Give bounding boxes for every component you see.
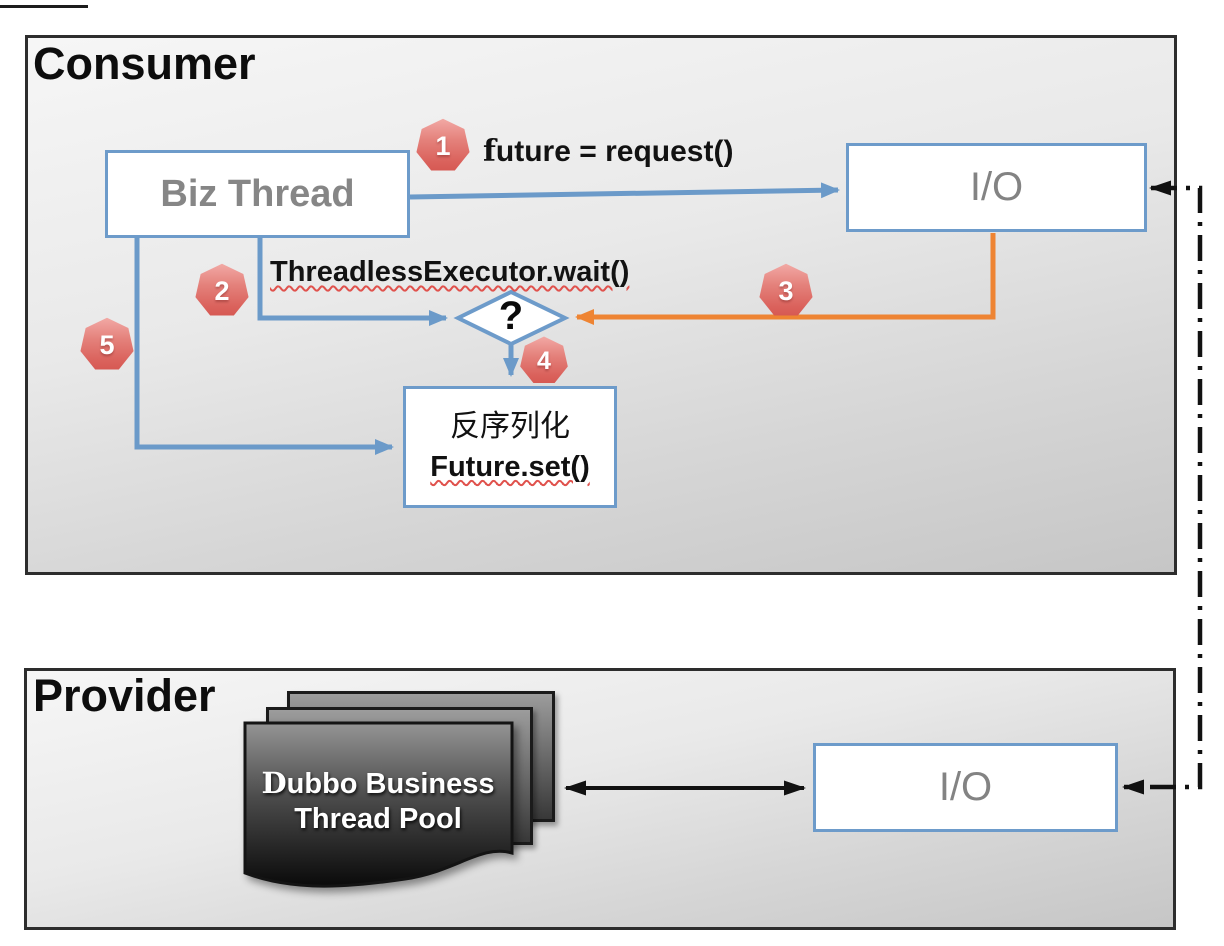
provider-title: Provider [33, 670, 216, 721]
thread-pool-card-front-shape [243, 721, 514, 888]
step-badge-2: 2 [195, 263, 249, 316]
consumer-io-label: I/O [969, 165, 1024, 209]
step-badge-3: 3 [759, 263, 813, 316]
step-badge-4: 4 [520, 336, 568, 383]
consumer-title: Consumer [33, 38, 256, 89]
thread-pool-card-front [243, 721, 514, 888]
top-left-partial-border [0, 5, 88, 8]
future-request-label: future = request() [483, 134, 734, 169]
decision-question-label: ? [498, 293, 524, 338]
deserialize-label: 反序列化 [450, 409, 570, 445]
thread-pool-label-line1: Dubbo Business [261, 766, 495, 800]
step-badge-5: 5 [80, 317, 134, 370]
provider-io-box: I/O [813, 743, 1118, 832]
deserialize-box: 反序列化 Future.set() [403, 386, 617, 508]
consumer-io-box: I/O [846, 143, 1147, 232]
step-badge-1: 1 [416, 118, 470, 171]
biz-thread-label: Biz Thread [160, 172, 355, 215]
thread-pool-label-line2: Thread Pool [294, 803, 462, 836]
biz-thread-box: Biz Thread [105, 150, 410, 238]
future-set-label: Future.set() [430, 450, 590, 483]
threadless-wait-label: ThreadlessExecutor.wait() [270, 256, 630, 288]
provider-io-label: I/O [938, 765, 993, 809]
thread-pool-label: Dubbo Business Thread Pool [258, 766, 498, 838]
